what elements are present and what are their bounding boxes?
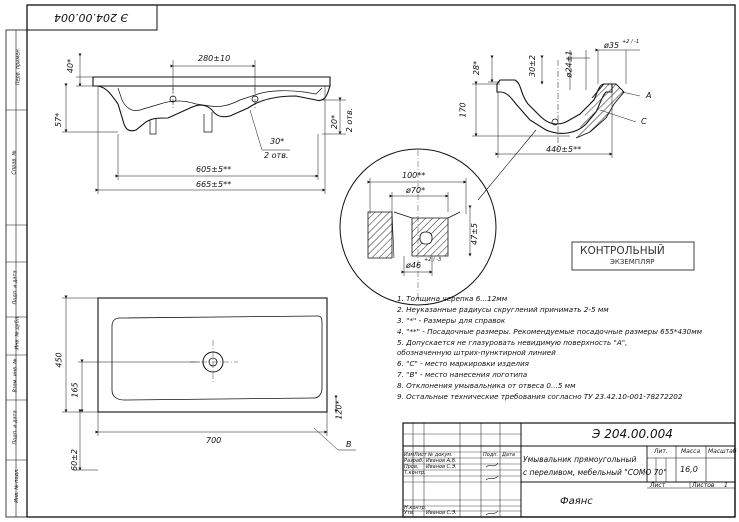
tb-razrab-name: Иванов А.В.	[426, 458, 457, 464]
margin-inv-dubl: Инв. № дубл.	[14, 315, 21, 350]
dim-450: 450	[54, 352, 64, 368]
note-line: 5. Допускается не глазуровать невидимую …	[397, 337, 628, 347]
tb-n-dokum: № докум.	[428, 452, 453, 458]
dim-60: 60±2	[69, 449, 79, 471]
title-block	[402, 422, 736, 518]
title-line-2: с переливом, мебельный "СОМО 70"	[523, 468, 667, 477]
label-a: А	[646, 91, 652, 100]
dim-700: 700	[206, 436, 222, 445]
basin-front-view	[92, 76, 331, 135]
dim-46: ø46	[406, 261, 422, 270]
margin-podp-data-2: Подп. и дата	[12, 410, 19, 445]
note-line: 4. "**" - Посадочные размеры. Рекомендуе…	[397, 326, 703, 336]
drawing-frame	[5, 4, 736, 518]
margin-sprav: Справ. №	[11, 150, 18, 175]
tb-izm: Изм	[404, 452, 415, 458]
note-line: 8. Отклонения умывальника от отвеса 0...…	[397, 381, 576, 391]
note-line: 7. "В" - место нанесения логотипа	[397, 370, 528, 380]
tb-tkontr: Т.контр.	[404, 470, 426, 476]
material: Фаянс	[560, 496, 593, 507]
side-section-dims	[472, 48, 641, 158]
lit-label: Лит.	[654, 448, 668, 455]
dim-30-2: 30±2	[527, 55, 537, 77]
margin-vzam-inv: Взам. инв. №	[12, 358, 19, 393]
tb-prov: Пров.	[404, 464, 419, 470]
label-b: В	[346, 440, 352, 449]
dim-440: 440±5**	[546, 145, 582, 154]
tb-razrab: Разраб.	[404, 458, 424, 464]
dim-35-tol: +2 / -1	[622, 39, 640, 45]
note-line: обозначенную штрих-пунктирной линией	[397, 348, 556, 358]
control-stamp-line1: КОНТРОЛЬНЫЙ	[580, 245, 665, 257]
tb-data: Дата	[502, 452, 515, 458]
plan-view-dims	[62, 295, 356, 471]
basin-side-section	[496, 60, 625, 150]
dim-40: 40*	[66, 58, 76, 74]
dim-46-tol: +2 / -3	[424, 257, 442, 263]
title-line-1: Умывальник прямоугольный	[523, 455, 637, 464]
note-line: 6. "С" - место маркировки изделия	[397, 359, 529, 369]
dim-24: ø24±1	[564, 50, 574, 78]
dim-20: 20*	[330, 114, 340, 130]
front-view-dims	[62, 53, 346, 194]
top-stamp: Э 204.00.004	[54, 11, 129, 24]
dim-35: ø35	[604, 41, 620, 50]
dim-665: 665±5**	[196, 180, 232, 189]
dim-2otv-b: 2 отв.	[264, 151, 289, 160]
note-line: 9. Остальные технические требования согл…	[397, 392, 683, 402]
detail-view	[339, 129, 537, 306]
margin-perv-primen: Перв. примен.	[15, 47, 22, 86]
mass-value: 16,0	[680, 465, 698, 474]
dim-170: 170	[458, 102, 468, 118]
control-stamp-line2: ЭКЗЕМПЛЯР	[610, 258, 655, 266]
label-c: С	[641, 117, 647, 126]
dim-120: 120*	[334, 400, 344, 420]
tb-podp: Подп.	[483, 452, 499, 458]
dim-100: 100**	[402, 171, 426, 180]
mass-label: Масса	[681, 448, 701, 455]
tb-utv: Утв.	[404, 510, 415, 516]
margin-inv-podl: Инв. № подл.	[13, 468, 20, 503]
dim-165: 165	[70, 382, 80, 398]
note-line: 3. "*" - Размеры для справок	[397, 315, 506, 325]
dim-280: 280±10	[198, 54, 231, 63]
tb-prov-name: Иванов С.Э.	[426, 464, 457, 470]
technical-notes: 1. Толщина черепка 6...12мм 2. Неуказанн…	[397, 294, 702, 403]
dim-605: 605±5**	[196, 165, 232, 174]
sheets-count: 1	[724, 482, 728, 489]
note-line: 1. Толщина черепка 6...12мм	[397, 294, 508, 303]
dim-70: ø70*	[406, 186, 426, 195]
scale-label: Масштаб	[708, 448, 737, 455]
dim-28: 28*	[472, 60, 482, 76]
dim-2otv-a: 2 отв.	[345, 107, 355, 133]
tb-utv-name: Иванов С.Э.	[426, 510, 457, 516]
sheets-label: Листов	[692, 482, 715, 489]
tb-list: Лист	[414, 452, 427, 458]
tb-nkontr: Н.контр.	[404, 505, 427, 511]
designation: Э 204.00.004	[592, 427, 673, 441]
margin-podp-data-1: Подп. и дата	[12, 270, 19, 305]
dim-30: 30*	[270, 137, 285, 146]
control-stamp-box	[571, 241, 695, 271]
basin-plan-view	[97, 297, 328, 413]
dim-57: 57*	[54, 112, 64, 128]
sheet-label: Лист	[650, 482, 666, 489]
dim-47: 47±5	[469, 223, 479, 245]
note-line: 2. Неуказанные радиусы скруглений приним…	[397, 304, 609, 314]
